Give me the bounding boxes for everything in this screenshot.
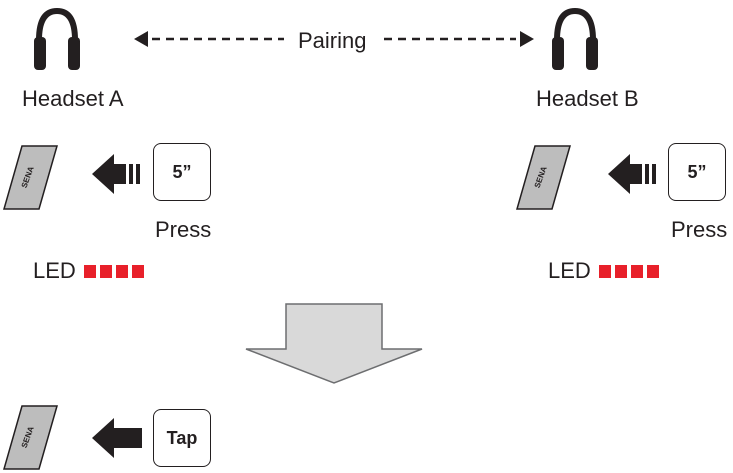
push-arrow-icon: [608, 152, 664, 196]
pairing-left-arrow: [134, 29, 284, 49]
push-arrow-icon: [92, 416, 142, 460]
led-dot: [83, 264, 96, 278]
hold-5s-key-button: 5”: [668, 143, 726, 201]
headset-a-label: Headset A: [22, 86, 124, 111]
press-label: Press: [671, 217, 728, 242]
sena-device-icon: SENA: [515, 145, 571, 211]
sena-device-icon: SENA: [2, 145, 58, 211]
sena-device-icon: SENA: [2, 405, 58, 471]
led-dot: [630, 264, 643, 278]
led-label: LED: [33, 258, 76, 283]
led-blink-dots: [598, 264, 659, 278]
led-dot: [598, 264, 611, 278]
headset-a-icon: [33, 6, 81, 70]
tap-label: Tap: [166, 427, 198, 448]
pairing-right-arrow: [384, 29, 534, 49]
next-step-arrow-icon: [244, 303, 424, 385]
led-indicator: LED: [33, 260, 144, 282]
led-indicator: LED: [548, 260, 659, 282]
push-arrow-icon: [92, 152, 148, 196]
led-dot: [131, 264, 144, 278]
pairing-label: Pairing: [298, 28, 367, 53]
led-label: LED: [548, 258, 591, 283]
led-dot: [115, 264, 128, 278]
press-label: Press: [155, 217, 212, 242]
headset-b-icon: [551, 6, 599, 70]
headset-b-label: Headset B: [536, 86, 639, 111]
key-duration-label: 5”: [172, 161, 192, 182]
key-duration-label: 5”: [687, 161, 707, 182]
led-blink-dots: [83, 264, 144, 278]
tap-key-button: Tap: [153, 409, 211, 467]
led-dot: [99, 264, 112, 278]
led-dot: [646, 264, 659, 278]
hold-5s-key-button: 5”: [153, 143, 211, 201]
led-dot: [614, 264, 627, 278]
